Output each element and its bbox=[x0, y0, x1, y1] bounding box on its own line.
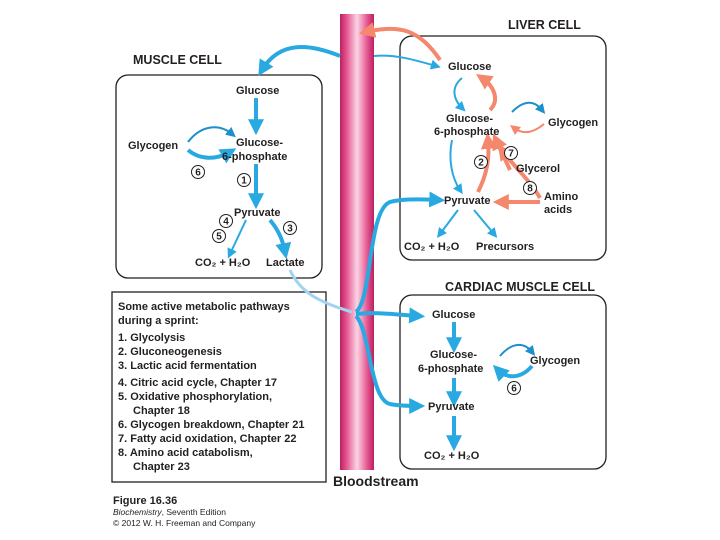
cardiac-glucose-label: Glucose bbox=[432, 309, 475, 321]
muscle-step-5-badge: 5 bbox=[212, 229, 226, 243]
liver-glucose-export-arrow bbox=[358, 22, 442, 62]
muscle-glycogen-cycle-arrow bbox=[187, 126, 236, 143]
cardiac-pyruvate-label: Pyruvate bbox=[428, 401, 474, 413]
liver-g6p-label-line1: Glucose- bbox=[446, 113, 493, 125]
liver-g6p-label-line2: 6-phosphate bbox=[434, 126, 499, 138]
legend-item-1: 1. Glycolysis bbox=[118, 332, 185, 344]
liver-amino-label-line2: acids bbox=[544, 204, 572, 216]
cardiac-step-6-badge: 6 bbox=[507, 381, 521, 395]
legend-item-6: 6. Glycogen breakdown, Chapter 21 bbox=[118, 419, 304, 431]
liver-step-8-badge: 8 bbox=[523, 181, 537, 195]
muscle-step-4-badge: 4 bbox=[219, 214, 233, 228]
muscle-pyruvate-label: Pyruvate bbox=[234, 207, 280, 219]
muscle-pyruvate-to-co2-arrow bbox=[227, 219, 247, 259]
legend-item-4: 4. Citric acid cycle, Chapter 17 bbox=[118, 377, 277, 389]
liver-glycogen-synthesis-arrow bbox=[511, 101, 546, 114]
muscle-cell-box bbox=[115, 74, 323, 279]
blood-to-cardiac-glucose-arrow bbox=[355, 307, 426, 324]
blood-to-liver-pyruvate-arrow bbox=[354, 191, 446, 314]
blood-to-liver-glucose-arrow bbox=[373, 54, 441, 70]
liver-amino-label-line1: Amino bbox=[544, 191, 579, 203]
legend-heading-line1: Some active metabolic pathways bbox=[118, 301, 290, 313]
muscle-glucose-label: Glucose bbox=[236, 85, 279, 97]
svg-text:6: 6 bbox=[511, 384, 517, 395]
muscle-pyruvate-to-lactate-arrow bbox=[268, 218, 292, 260]
book-edition: , Seventh Edition bbox=[162, 507, 227, 517]
blood-to-muscle-glucose-arrow bbox=[258, 45, 341, 77]
liver-co2-h2o-label: CO₂ + H₂O bbox=[404, 241, 460, 253]
svg-text:3: 3 bbox=[287, 224, 293, 235]
muscle-step-3-badge: 3 bbox=[283, 221, 297, 235]
liver-cell-box bbox=[399, 35, 607, 261]
cardiac-cell-title: CARDIAC MUSCLE CELL bbox=[445, 280, 595, 294]
legend-box bbox=[111, 291, 327, 483]
svg-text:8: 8 bbox=[527, 184, 533, 195]
svg-text:4: 4 bbox=[223, 217, 229, 228]
liver-pyruvate-to-co2-arrow bbox=[437, 209, 459, 238]
liver-gluconeogenesis-arrow bbox=[476, 132, 497, 193]
svg-text:2: 2 bbox=[478, 158, 484, 169]
liver-pyruvate-to-precursors-arrow bbox=[473, 209, 498, 238]
bloodstream-label: Bloodstream bbox=[333, 473, 419, 489]
liver-cell-title: LIVER CELL bbox=[508, 18, 581, 32]
liver-step-2-badge: 2 bbox=[474, 155, 488, 169]
liver-glucose-label: Glucose bbox=[448, 61, 491, 73]
liver-glucose-to-g6p-arrow bbox=[453, 77, 466, 112]
liver-g6p-to-glucose-arrow bbox=[476, 74, 498, 112]
svg-text:1: 1 bbox=[241, 176, 247, 187]
cardiac-glycogen-synthesis-arrow bbox=[499, 344, 536, 357]
legend-item-3: 3. Lactic acid fermentation bbox=[118, 360, 257, 372]
muscle-co2-h2o-label: CO₂ + H₂O bbox=[195, 257, 251, 269]
liver-precursors-label: Precursors bbox=[476, 241, 534, 253]
book-title: Biochemistry bbox=[113, 507, 162, 517]
liver-glycerol-label: Glycerol bbox=[516, 163, 560, 175]
muscle-g6p-label-line1: Glucose- bbox=[236, 137, 283, 149]
cardiac-g6p-label-line1: Glucose- bbox=[430, 349, 477, 361]
cardiac-co2-h2o-label: CO₂ + H₂O bbox=[424, 450, 480, 462]
bloodstream-vessel bbox=[340, 14, 374, 470]
legend-item-7: 7. Fatty acid oxidation, Chapter 22 bbox=[118, 433, 297, 445]
legend-item-8-cont: Chapter 23 bbox=[133, 461, 190, 473]
muscle-glycogen-breakdown-arrow bbox=[186, 148, 237, 164]
liver-step-7-badge: 7 bbox=[504, 146, 518, 160]
svg-text:7: 7 bbox=[508, 149, 514, 160]
liver-g6p-to-pyruvate-arrow bbox=[449, 139, 463, 195]
muscle-step-1-badge: 1 bbox=[237, 173, 251, 187]
legend-item-8: 8. Amino acid catabolism, bbox=[118, 447, 253, 459]
legend-item-5: 5. Oxidative phosphorylation, bbox=[118, 391, 272, 403]
legend-heading-line2: during a sprint: bbox=[118, 315, 199, 327]
svg-text:6: 6 bbox=[195, 168, 201, 179]
liver-glycogen-label: Glycogen bbox=[548, 117, 598, 129]
legend-item-5-cont: Chapter 18 bbox=[133, 405, 190, 417]
svg-text:5: 5 bbox=[216, 232, 222, 243]
muscle-g6p-label-line2: 6-phosphate bbox=[222, 151, 287, 163]
muscle-cell-title: MUSCLE CELL bbox=[133, 53, 222, 67]
figure-number: Figure 16.36 bbox=[113, 495, 177, 507]
muscle-step-6-badge: 6 bbox=[191, 165, 205, 179]
blood-to-cardiac-pyruvate-arrow bbox=[354, 314, 426, 414]
liver-pyruvate-label: Pyruvate bbox=[444, 195, 490, 207]
cardiac-g6p-label-line2: 6-phosphate bbox=[418, 363, 483, 375]
muscle-glycogen-label: Glycogen bbox=[128, 140, 178, 152]
book-citation: Biochemistry, Seventh Edition bbox=[113, 507, 226, 517]
lactate-export-arrow bbox=[288, 269, 353, 314]
cardiac-cell-box bbox=[399, 294, 607, 470]
muscle-lactate-label: Lactate bbox=[266, 257, 305, 269]
legend-item-2: 2. Gluconeogenesis bbox=[118, 346, 222, 358]
cardiac-glycogen-label: Glycogen bbox=[530, 355, 580, 367]
cardiac-glycogen-breakdown-arrow bbox=[492, 364, 534, 382]
liver-glycogen-breakdown-arrow bbox=[509, 123, 545, 135]
copyright-line: © 2012 W. H. Freeman and Company bbox=[113, 518, 256, 528]
